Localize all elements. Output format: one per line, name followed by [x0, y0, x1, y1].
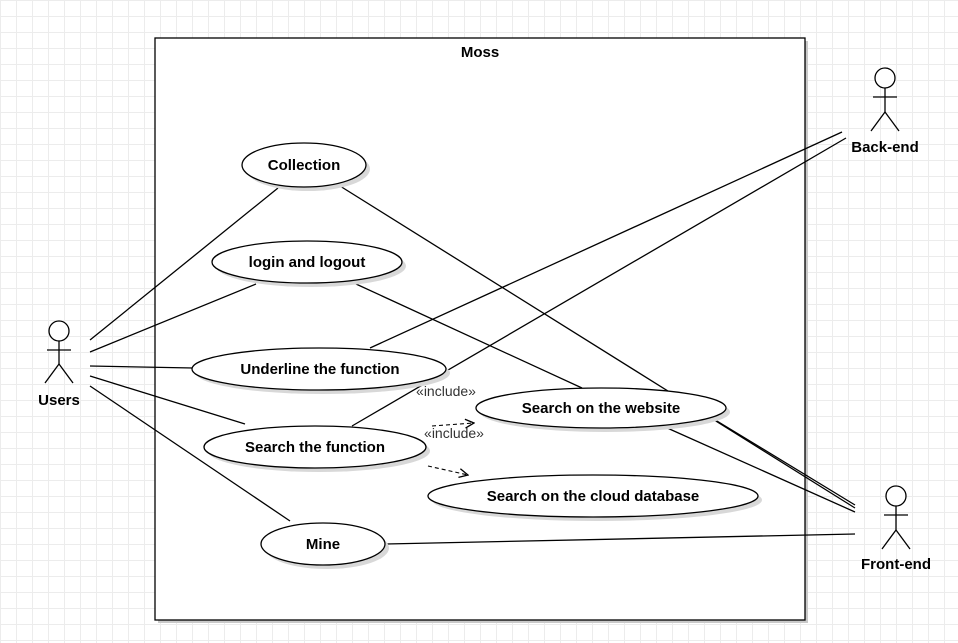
include-label-cloud: «include»	[424, 425, 484, 441]
use-case-label: Search the function	[245, 439, 385, 456]
assoc-users-mine[interactable]	[89, 385, 291, 522]
actor-label: Users	[38, 392, 80, 409]
stick-figure-icon	[881, 485, 911, 550]
use-case-underline-function[interactable]: Underline the function	[191, 347, 450, 394]
actor-frontend[interactable]: Front-end	[861, 485, 931, 573]
assoc-users-underline[interactable]	[89, 365, 194, 369]
assoc-search-website-frontend-2[interactable]	[664, 426, 856, 513]
use-case-label: Mine	[306, 536, 340, 553]
use-case-login-logout[interactable]: login and logout	[211, 240, 406, 287]
use-case-label: Collection	[268, 157, 341, 174]
association-lines	[89, 131, 856, 545]
use-case-label: login and logout	[249, 254, 366, 271]
assoc-users-login[interactable]	[89, 283, 257, 353]
include-relations: «include» «include»	[416, 383, 484, 475]
actor-label: Back-end	[851, 139, 919, 156]
assoc-underline-backend[interactable]	[369, 131, 843, 349]
use-case-label: Search on the cloud database	[487, 488, 700, 505]
assoc-collection-frontend[interactable]	[339, 185, 856, 509]
assoc-users-collection[interactable]	[89, 187, 279, 341]
include-arrow-website[interactable]	[431, 423, 474, 426]
actor-label: Front-end	[861, 556, 931, 573]
use-case-label: Search on the website	[522, 400, 680, 417]
actor-backend[interactable]: Back-end	[851, 67, 919, 156]
include-label-website: «include»	[416, 383, 476, 399]
use-case-label: Underline the function	[240, 361, 399, 378]
use-case-search-function[interactable]: Search the function	[203, 425, 430, 472]
assoc-users-search-function[interactable]	[89, 375, 246, 425]
stick-figure-icon	[44, 320, 74, 384]
assoc-search-website-frontend-1[interactable]	[711, 417, 856, 506]
actor-users[interactable]: Users	[38, 320, 80, 409]
assoc-login-search-website[interactable]	[355, 283, 583, 389]
system-boundary[interactable]: Moss	[154, 37, 808, 623]
assoc-mine-frontend[interactable]	[385, 533, 856, 545]
use-case-search-website[interactable]: Search on the website	[475, 387, 730, 432]
use-case-collection[interactable]: Collection	[241, 142, 370, 191]
use-case-mine[interactable]: Mine	[260, 522, 389, 569]
system-title: Moss	[461, 44, 499, 61]
use-case-search-cloud-database[interactable]: Search on the cloud database	[427, 474, 762, 521]
stick-figure-icon	[870, 67, 900, 132]
